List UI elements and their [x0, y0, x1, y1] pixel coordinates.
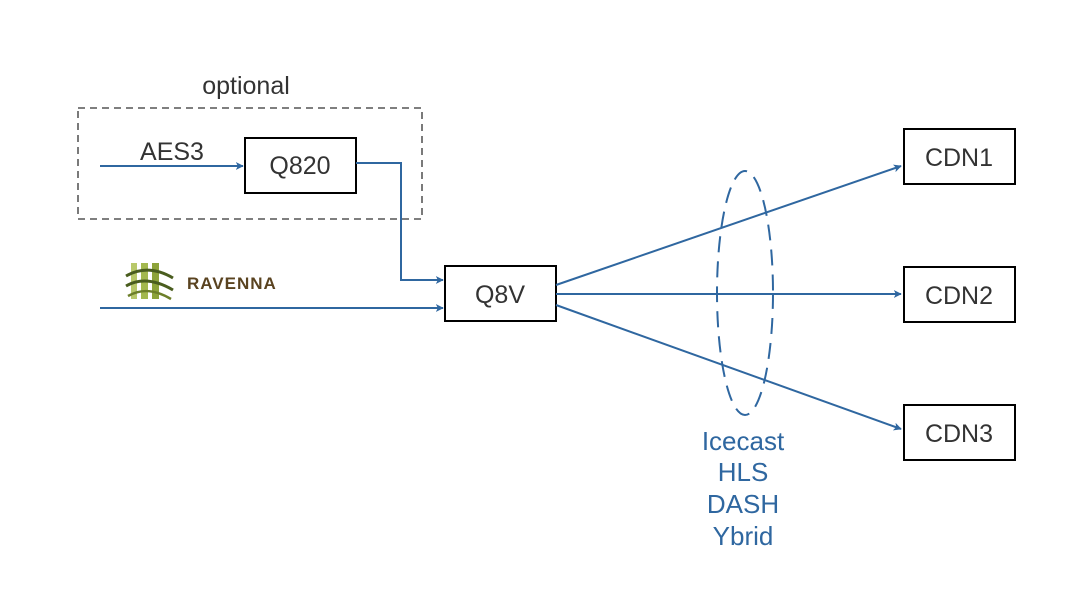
cdn1-label: CDN1	[925, 144, 993, 172]
q8v-node[interactable]	[444, 265, 557, 322]
cdn1-node[interactable]	[903, 128, 1016, 185]
q820-node[interactable]	[244, 137, 357, 194]
aes3-label: AES3	[140, 138, 204, 166]
protocol-label-ybrid: Ybrid	[713, 521, 774, 551]
q8v-to-cdn1-edge	[555, 164, 902, 286]
q8v-label: Q8V	[475, 281, 525, 309]
protocol-group-ellipse	[716, 170, 774, 416]
cdn3-label: CDN3	[925, 420, 993, 448]
protocol-label-dash: DASH	[707, 489, 779, 519]
cdn3-node[interactable]	[903, 404, 1016, 461]
protocol-label-icecast: Icecast	[702, 426, 785, 456]
optional-group-label: optional	[202, 72, 290, 100]
cdn2-node[interactable]	[903, 266, 1016, 323]
cdn2-label: CDN2	[925, 282, 993, 310]
protocol-label-hls: HLS	[718, 457, 769, 487]
q820-to-q8v-edge	[356, 162, 444, 284]
ravenna-logo-icon	[125, 263, 174, 301]
q8v-to-cdn3-edge	[555, 304, 902, 431]
ravenna-logo-text: RAVENNA	[187, 274, 277, 293]
optional-group-box	[77, 107, 423, 220]
q820-label: Q820	[269, 152, 330, 180]
